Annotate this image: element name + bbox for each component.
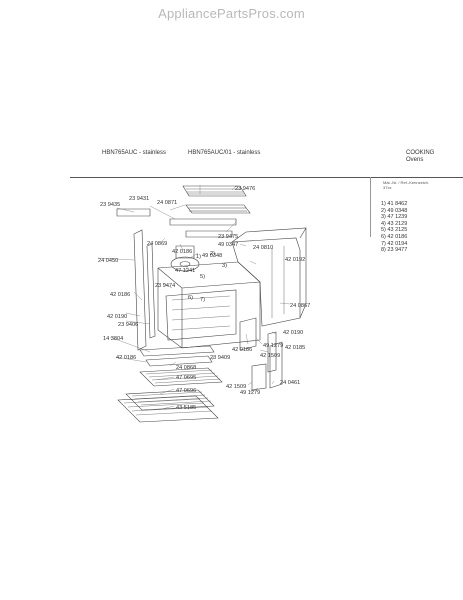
callout-label: 42 1509 [260, 353, 280, 359]
callout-label: 49 0348 [202, 253, 222, 259]
outer-housing-top [231, 227, 307, 319]
parts-table-row: 8) 23 9477 [381, 247, 408, 254]
model-left: HBN765AUC - stainless [102, 150, 167, 156]
parts-table-row: 3) 47 1239 [381, 214, 408, 221]
parts-table-row: 4) 43 2129 [381, 220, 408, 227]
oven-rack-upper [139, 367, 223, 387]
fan-motor [175, 245, 195, 259]
parts-table-row: 7) 42 0194 [381, 240, 408, 247]
callout-label: 42 0185 [285, 345, 305, 351]
callout-label: 42 0186 [232, 347, 252, 353]
oven-cavity-inner [165, 289, 237, 341]
callout-label: 47 0696 [176, 388, 196, 394]
ref-mark: 5) [200, 274, 205, 280]
section-heading: COOKING Ovens [406, 150, 434, 164]
parts-table-head: Mat.-Nr. / Ref.-Kennzeich. 37xx [383, 180, 429, 190]
callout-label: 23 9409 [210, 355, 230, 361]
callout-label: 42 0190 [283, 330, 303, 336]
callout-label: 42 0186 [172, 249, 192, 255]
callout-label: 14 3804 [103, 336, 123, 342]
top-vent-panel-slats [186, 188, 244, 195]
callout-label: 49 0347 [218, 242, 238, 248]
bottom-seal [139, 345, 215, 357]
parts-table: 1) 41 8462 2) 49 0348 3) 47 1239 4) 43 2… [381, 201, 407, 254]
oven-rack-lower [125, 389, 215, 411]
parts-table-row: 6) 42 0186 [381, 233, 408, 240]
front-trim-strip [169, 218, 237, 226]
callout-label: 42 1509 [226, 384, 246, 390]
callout-label: 47 0695 [176, 375, 196, 381]
model-right: HBN765AUC/01 - stainless [188, 150, 261, 156]
trim-strip-small [116, 208, 151, 217]
callout-label: 42 0190 [107, 314, 127, 320]
watermark: AppliancePartsPros.com [158, 6, 305, 21]
parts-table-row: 5) 43 2125 [381, 227, 408, 234]
callout-label: 49 1279 [240, 390, 260, 396]
callout-label: 24 0461 [280, 380, 300, 386]
callout-label: 23 9431 [129, 196, 149, 202]
callout-label: 24 0450 [98, 258, 118, 264]
ref-mark: 7) [200, 297, 205, 303]
callout-label: 49 1279 [263, 343, 283, 349]
oven-cavity-grid [171, 295, 231, 331]
callout-label: 42 0186 [116, 355, 136, 361]
ref-mark: 6) [188, 295, 193, 301]
callout-label: 23 9435 [100, 202, 120, 208]
callout-label: 23 9406 [118, 322, 138, 328]
callout-label: 23 9474 [155, 283, 175, 289]
callout-labels: 23 9431 24 0871 23 9476 23 9435 23 9475 … [98, 186, 310, 411]
section-title: COOKING [406, 150, 435, 156]
callout-label: 23 9476 [235, 186, 255, 192]
callout-label: 42 0186 [110, 292, 130, 298]
convection-fan-hub [179, 261, 191, 267]
convection-fan [170, 256, 200, 272]
door-hinge [251, 363, 267, 391]
callout-label: 24 0871 [157, 200, 177, 206]
side-strip-right [269, 341, 283, 389]
leader-lines [97, 185, 291, 411]
vent-panel [185, 204, 251, 214]
parts-table-head-line1: Mat.-Nr. / Ref.-Kennzeich. [383, 180, 430, 185]
left-side-panel [133, 229, 147, 351]
housing-brace [271, 246, 285, 318]
table-divider [370, 177, 371, 237]
top-vent-panel [182, 185, 247, 197]
trim-strip-lower [185, 230, 233, 238]
callout-label: 24 0869 [147, 241, 167, 247]
callout-label: 42 0192 [285, 257, 305, 263]
hinge-bracket [239, 317, 257, 351]
bottom-element [145, 355, 213, 367]
ref-mark: 2) [210, 251, 215, 257]
callout-label: 24 0867 [290, 303, 310, 309]
hinge-bracket-right [267, 331, 277, 373]
oven-cavity [157, 261, 261, 349]
broil-pan [117, 395, 219, 423]
parts-table-head-line2: 37xx [383, 185, 392, 190]
ref-marks: 1) 2) 3) 5) 6) 7) [188, 251, 227, 303]
callout-label: 43 5185 [176, 405, 196, 411]
ref-mark: 1) [196, 254, 201, 260]
callout-label: 47 1241 [175, 268, 195, 274]
left-rail [146, 243, 156, 339]
callout-label: 24 0810 [253, 245, 273, 251]
parts-table-row: 1) 41 8462 [381, 201, 408, 207]
callout-label: 23 9475 [218, 234, 238, 240]
outer-housing [231, 237, 301, 327]
section-subtitle: Ovens [406, 157, 424, 163]
oven-cavity-front [157, 267, 261, 348]
parts-table-row: 2) 49 0348 [381, 207, 408, 214]
header-rule [70, 177, 463, 178]
callout-label: 24 0868 [176, 365, 196, 371]
ref-mark: 3) [222, 263, 227, 269]
